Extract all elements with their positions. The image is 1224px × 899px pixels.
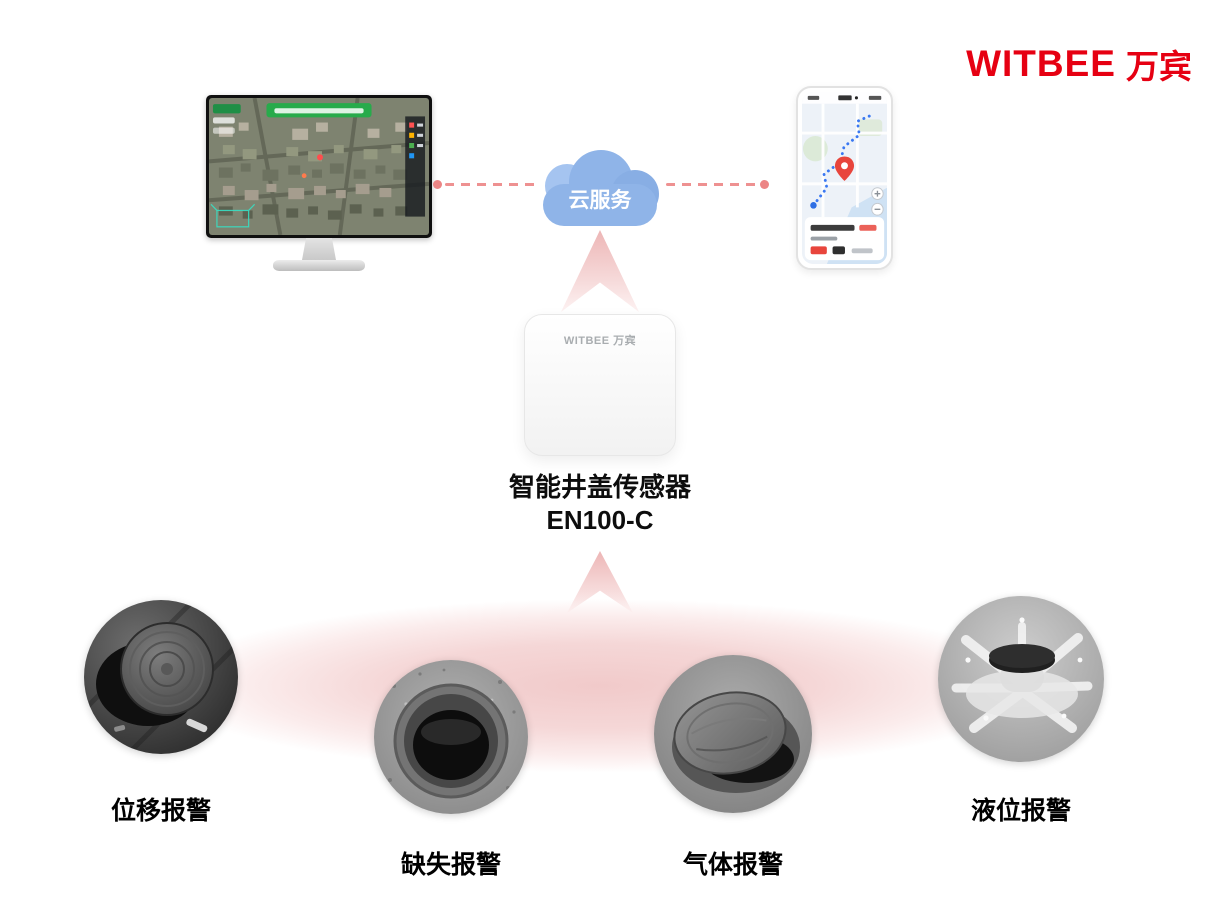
map-pin-icon bbox=[834, 156, 855, 181]
alarm-label-displacement: 位移报警 bbox=[110, 797, 211, 825]
logo-brand-text: WITBEE bbox=[966, 43, 1116, 84]
device-title: 智能井盖传感器 bbox=[508, 472, 691, 502]
manhole-displaced-photo bbox=[84, 600, 238, 754]
connector-dot-left bbox=[433, 180, 442, 189]
cloud-service-label: 云服务 bbox=[568, 189, 632, 212]
cloud-body bbox=[543, 184, 657, 226]
monitor-stand-base bbox=[273, 260, 365, 271]
logo-brand-cn-text: 万宾 bbox=[1126, 48, 1192, 85]
alarm-label-missing: 缺失报警 bbox=[400, 851, 501, 879]
monitor-illustration bbox=[206, 95, 432, 271]
device-model: EN100-C bbox=[546, 505, 654, 535]
phone-screen bbox=[802, 92, 887, 264]
photo-liquid-level-alarm bbox=[938, 596, 1104, 762]
cloud-service-icon: 云服务 bbox=[541, 150, 659, 228]
phone-info-card bbox=[804, 217, 885, 261]
city-map-image bbox=[209, 98, 429, 235]
up-arrow-device-to-cloud-icon bbox=[561, 230, 639, 312]
device-brand-text: WITBEE 万宾 bbox=[563, 335, 637, 347]
manhole-missing-photo bbox=[374, 660, 528, 814]
monitor-stand-neck bbox=[302, 238, 336, 260]
manhole-gas-photo bbox=[654, 655, 812, 813]
monitor-screen bbox=[206, 95, 432, 238]
device-label: 智能井盖传感器 EN100-C bbox=[450, 471, 750, 537]
sensor-device-illustration: WITBEE 万宾 bbox=[524, 314, 676, 456]
witbee-logo: WITBEE 万宾 bbox=[966, 40, 1192, 88]
phone-illustration bbox=[796, 86, 893, 270]
connector-dot-right bbox=[760, 180, 769, 189]
dashed-connector-left bbox=[445, 183, 538, 186]
alarm-label-gas: 气体报警 bbox=[682, 851, 783, 879]
manhole-flood-photo bbox=[938, 596, 1104, 762]
alarm-label-liquid-level: 液位报警 bbox=[970, 797, 1071, 825]
phone-map-image bbox=[802, 92, 887, 264]
dashed-connector-right bbox=[666, 183, 758, 186]
photo-displacement-alarm bbox=[84, 600, 238, 754]
photo-missing-alarm bbox=[374, 660, 528, 814]
photo-gas-alarm bbox=[654, 655, 812, 813]
